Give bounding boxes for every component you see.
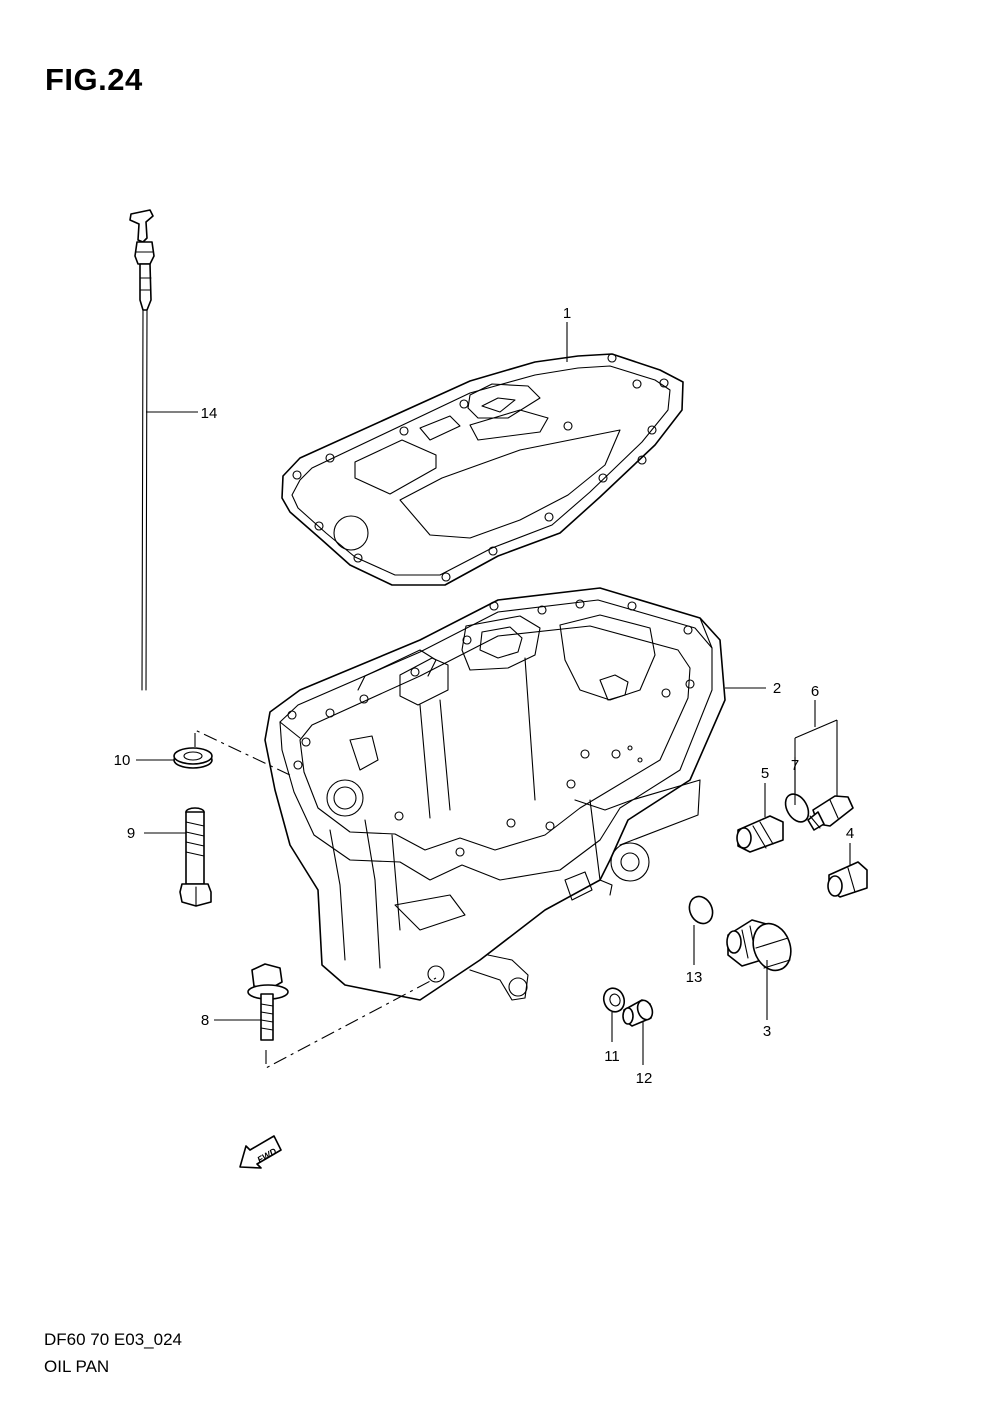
callout-6: 6 — [811, 683, 819, 700]
figure-title: FIG.24 — [45, 62, 143, 97]
part-10-washer[interactable] — [173, 747, 213, 769]
part-7-o-ring[interactable] — [781, 790, 813, 826]
callout-13: 13 — [686, 969, 703, 986]
part-9-long-bolt[interactable] — [179, 807, 212, 907]
callout-14: 14 — [201, 405, 218, 422]
part-13-o-ring[interactable] — [685, 893, 717, 928]
part-1-gasket[interactable] — [281, 353, 684, 586]
callout-4: 4 — [846, 825, 854, 842]
callout-5: 5 — [761, 765, 769, 782]
part-3-drain-plug[interactable] — [726, 918, 797, 975]
callout-2: 2 — [773, 680, 781, 697]
leader-lines — [136, 322, 851, 1065]
callout-3: 3 — [763, 1023, 771, 1040]
part-11-washer[interactable] — [600, 985, 627, 1014]
callout-8: 8 — [201, 1012, 209, 1029]
part-14-dipstick[interactable] — [129, 209, 155, 691]
callout-9: 9 — [127, 825, 135, 842]
part-6-switch[interactable] — [807, 795, 854, 831]
part-8-flange-bolt[interactable] — [247, 963, 289, 1041]
part-12-small-plug[interactable] — [622, 998, 655, 1027]
part-2-oil-pan[interactable] — [264, 587, 726, 1001]
part-4-plug[interactable] — [827, 861, 868, 898]
callout-1: 1 — [563, 305, 571, 322]
callout-numbers: 1 2 3 4 5 6 7 8 9 10 11 12 13 14 — [114, 305, 855, 1087]
assembly-reference-lines — [194, 729, 437, 1069]
part-5-sender[interactable] — [736, 815, 784, 853]
callout-12: 12 — [636, 1070, 653, 1087]
drawing-name: OIL PAN — [44, 1357, 110, 1376]
drawing-code: DF60 70 E03_024 — [44, 1330, 182, 1349]
callout-10: 10 — [114, 752, 131, 769]
callout-11: 11 — [604, 1048, 620, 1065]
fwd-direction-arrow: FWD — [239, 1135, 282, 1169]
callout-7: 7 — [791, 757, 799, 774]
